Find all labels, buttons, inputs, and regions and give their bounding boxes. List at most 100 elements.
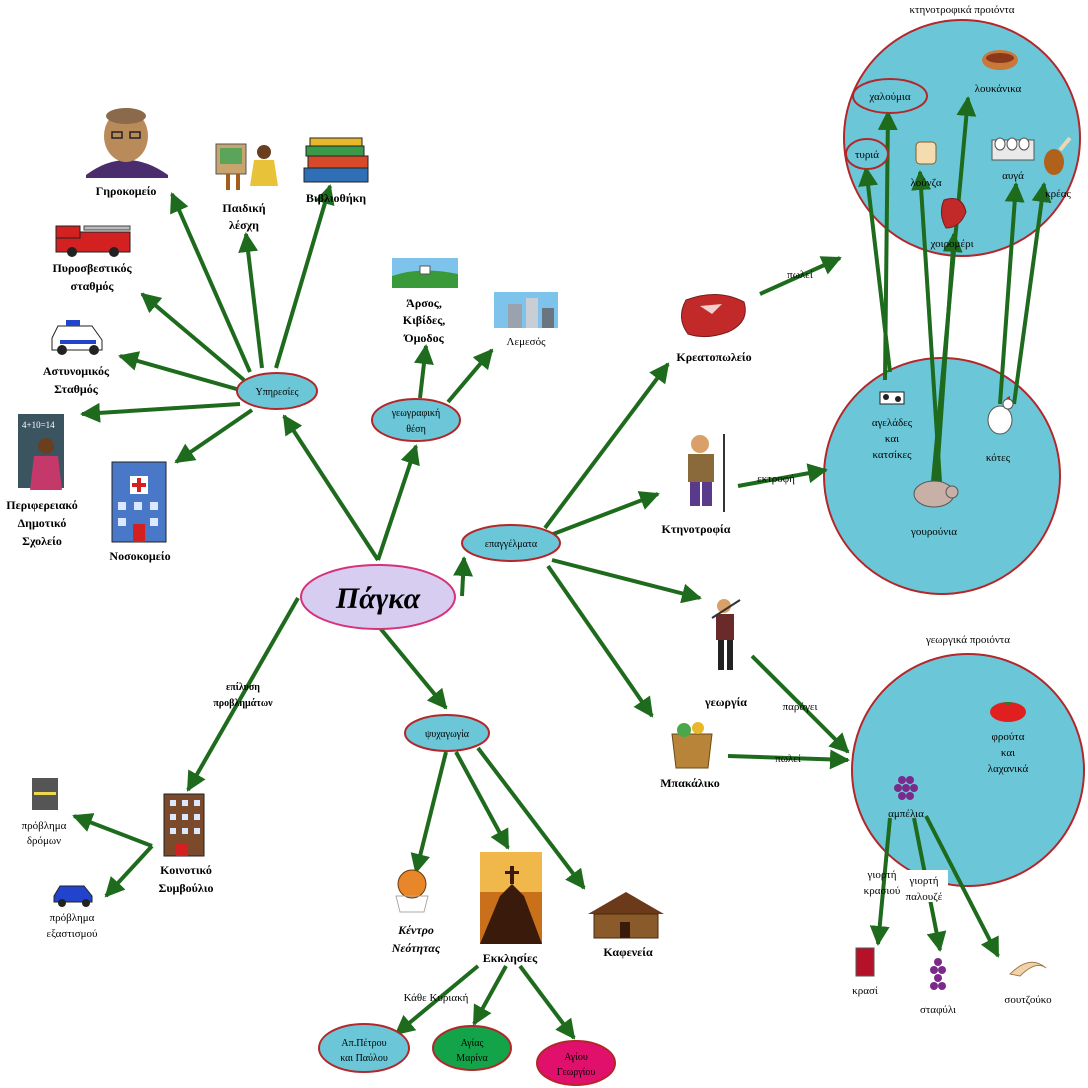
fruits-label-1: φρούτα <box>992 731 1025 743</box>
grapes-icon <box>930 958 946 990</box>
svg-text:4+10=14: 4+10=14 <box>22 420 55 430</box>
church1-oval[interactable] <box>318 1023 410 1073</box>
council-label-2: Συμβούλιο <box>158 881 213 895</box>
road-icon <box>32 778 58 810</box>
professions-oval[interactable] <box>461 524 561 562</box>
livestock-products-circle <box>843 19 1081 257</box>
parking-label-2: εξαστισμού <box>47 928 99 940</box>
eggs-icon <box>991 137 1035 161</box>
cheese-oval[interactable] <box>845 138 889 170</box>
entertainment-label: ψυχαγωγία <box>425 729 470 740</box>
problem-solving-label-2: προβλημάτων <box>213 698 273 709</box>
sells2-label: πωλεί <box>775 753 801 765</box>
entertainment-oval[interactable] <box>404 714 490 752</box>
wine-label: κρασί <box>852 985 878 997</box>
kids-club-icon <box>215 143 278 190</box>
farm-worker-icon <box>711 599 741 670</box>
church2-label-1: Αγίας <box>461 1038 484 1049</box>
farm-products-title: γεωργικά προιόντα <box>925 634 1010 646</box>
school-label-3: Σχολείο <box>22 534 62 548</box>
church3-label-2: Γεωργίου <box>557 1067 596 1078</box>
cheese-label: τυριά <box>855 149 879 161</box>
livestock-label: Κτηνοτροφία <box>662 522 731 536</box>
pork-icon <box>940 198 967 229</box>
villages-label-1: Άρσος, <box>406 296 442 310</box>
farming-label: γεωργία <box>704 695 747 709</box>
sausage-icon <box>982 50 1018 70</box>
school-label-1: Περιφερειακό <box>6 498 78 512</box>
eggs-label: αυγά <box>1002 170 1024 182</box>
services-label: Υπηρεσίες <box>256 387 299 398</box>
farmer-icon <box>688 434 725 512</box>
sausages-label: λουκάνικα <box>975 83 1022 95</box>
geo-oval[interactable] <box>371 398 461 442</box>
hens-label: κότες <box>986 452 1011 464</box>
geo-label-1: γεωγραφική <box>391 408 440 419</box>
tomato-icon <box>990 702 1026 722</box>
church2-oval[interactable] <box>432 1025 512 1071</box>
wine-fest-label-2: κρασιού <box>864 885 901 897</box>
arrows <box>72 96 1052 1040</box>
hen-icon <box>987 396 1014 435</box>
police-station-label-1: Αστυνομικός <box>43 364 110 378</box>
center-oval[interactable] <box>300 564 456 630</box>
sells-label: πωλεί <box>787 269 813 281</box>
pig-icon <box>913 480 959 508</box>
kids-club-label-1: Παιδική <box>222 201 265 215</box>
halloumi-label: χαλούμια <box>868 91 911 103</box>
cows-label-1: αγελάδες <box>872 417 913 429</box>
youth-center-label-1: Κέντρο <box>397 923 434 937</box>
pigs-label: γουρούνια <box>910 526 957 538</box>
services-oval[interactable] <box>236 372 318 410</box>
palouze-fest-label-2: παλουζέ <box>906 891 943 903</box>
police-car-icon <box>51 320 103 355</box>
hospital-label: Νοσοκομείο <box>109 549 170 563</box>
youth-center-label-2: Νεότητας <box>391 941 441 955</box>
elderly-home-label: Γηροκομείο <box>96 184 157 198</box>
fire-station-label-1: Πυροσβεστικός <box>52 261 132 275</box>
church1-label-1: Απ.Πέτρου <box>341 1038 386 1049</box>
geo-label-2: θέση <box>406 424 426 435</box>
school-label-2: Δημοτικό <box>18 516 67 530</box>
breeding-label: εκτροφή <box>757 473 795 485</box>
council-building-icon <box>163 793 205 857</box>
car-icon <box>53 885 93 907</box>
church3-oval[interactable] <box>536 1040 616 1086</box>
fire-truck-icon <box>55 225 131 257</box>
villages-label-2: Κιβίδες, <box>403 313 446 327</box>
pork-label: χοιρομέρι <box>929 238 973 250</box>
soutzoukos-label: σουτζούκο <box>1004 994 1052 1006</box>
books-icon <box>303 137 369 183</box>
council-label-1: Κοινοτικό <box>160 863 212 877</box>
meat-label: κρέας <box>1045 188 1071 200</box>
palouze-fest-label-1: γιορτή <box>909 875 939 887</box>
library-label: Βιβλιοθήκη <box>306 191 366 205</box>
produces-label: παράγει <box>783 701 818 713</box>
villages-label-3: Όμοδος <box>403 331 444 345</box>
every-sunday-label: Κάθε Κυριακή <box>404 992 469 1004</box>
cows-label-2: και <box>885 433 899 445</box>
vineyard-grapes-icon <box>894 776 918 800</box>
churches-label: Εκκλησίες <box>483 951 538 965</box>
church1-label-2: και Παύλου <box>340 1053 388 1064</box>
grocery-label: Μπακάλικο <box>660 776 720 790</box>
steak-icon <box>681 294 746 338</box>
city-icon <box>494 292 558 328</box>
cafes-label: Καφενεία <box>603 945 653 959</box>
fruits-label-2: και <box>1001 747 1015 759</box>
police-station-label-2: Σταθμός <box>54 382 99 396</box>
kids-club-label-2: λέσχη <box>229 218 259 232</box>
elderly-man-icon <box>86 108 168 178</box>
halloumi-oval[interactable] <box>852 78 928 114</box>
parking-label-1: πρόβλημα <box>50 912 95 924</box>
church3-label-1: Αγίου <box>564 1052 588 1063</box>
butcher-label: Κρεατοπωλείο <box>676 350 751 364</box>
wine-icon <box>855 947 875 977</box>
cow-icon <box>879 391 905 405</box>
fire-station-label-2: σταθμός <box>71 279 115 293</box>
roads-label-2: δρόμων <box>27 835 61 847</box>
problem-solving-label-1: επίλυση <box>226 682 260 693</box>
village-landscape-icon <box>392 258 458 288</box>
cows-label-3: κατσίκες <box>872 449 912 461</box>
